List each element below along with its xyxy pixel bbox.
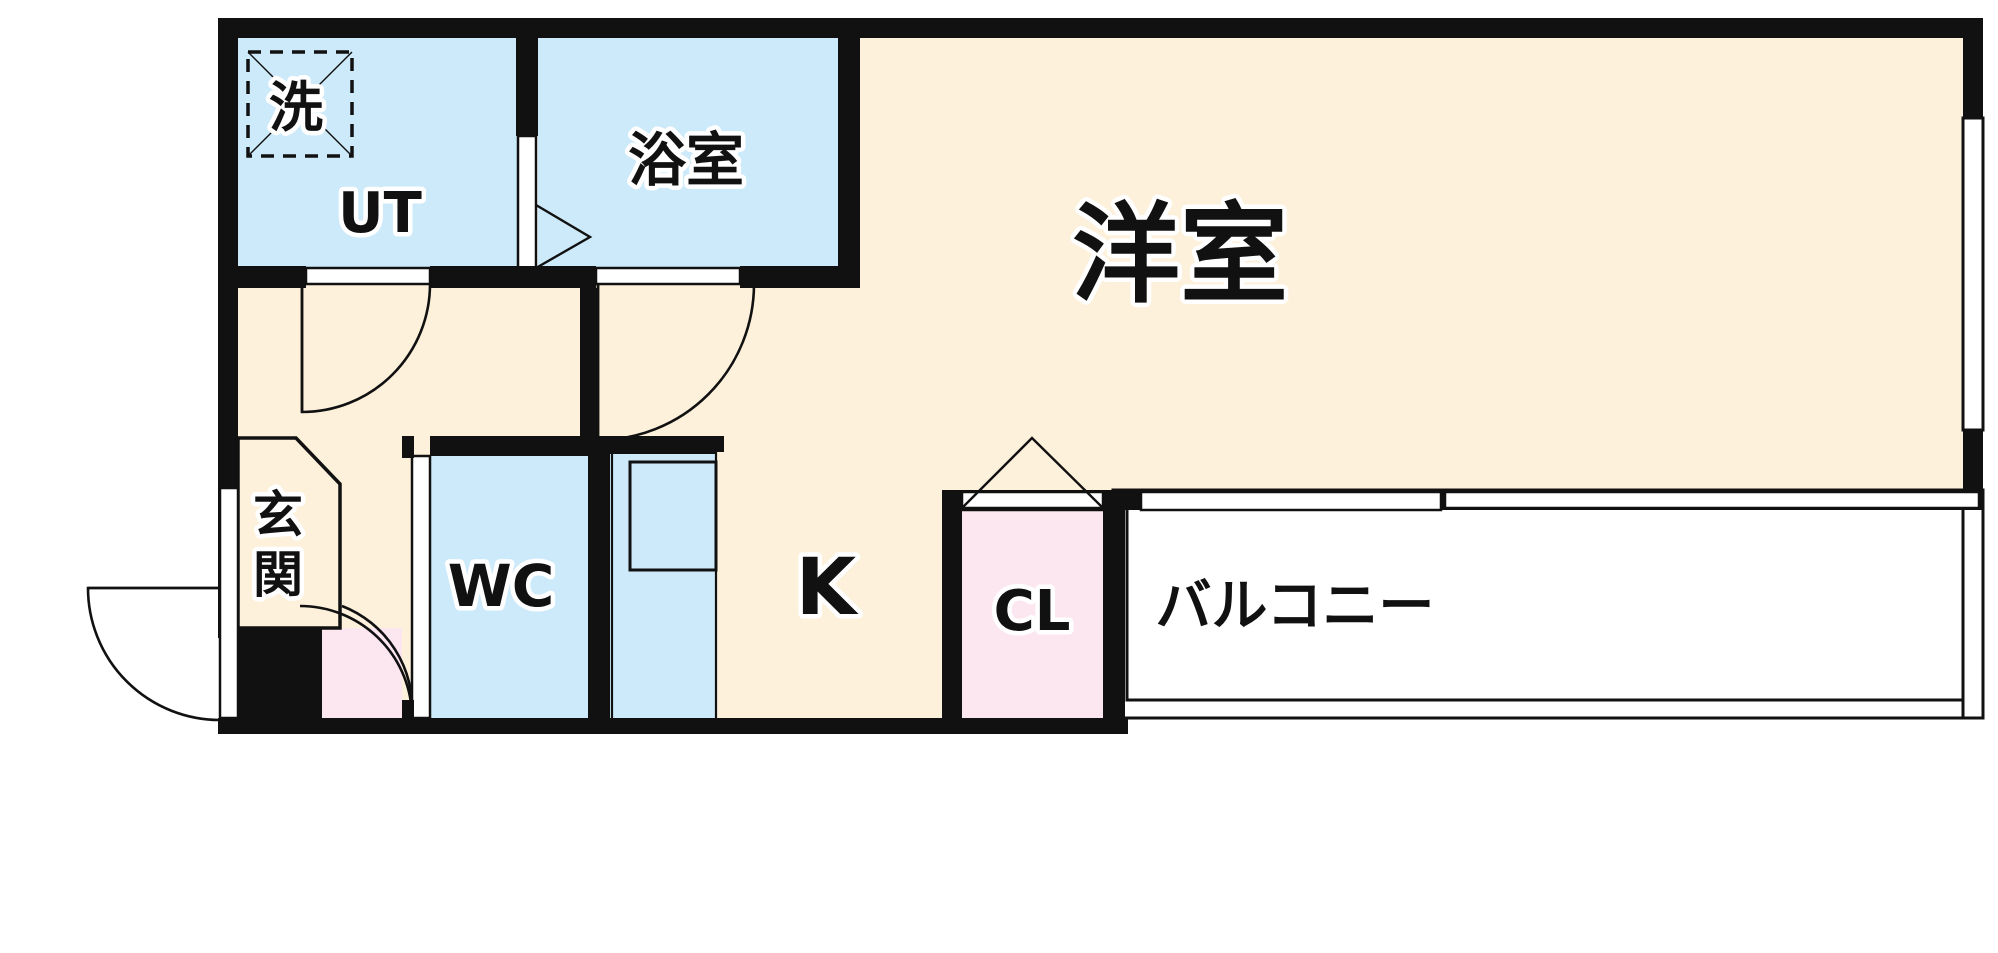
wall-counter-top — [608, 436, 724, 454]
interior-walls — [218, 38, 1983, 720]
door-swings — [86, 283, 756, 722]
wall-right-mid — [1963, 430, 1983, 492]
wall-closet-left — [942, 490, 962, 718]
label-washer: 洗 — [269, 76, 323, 139]
room-labels: 洗 UT 浴室 洋室 WC 玄 関 K CL バルコニー — [249, 72, 1439, 649]
door-bath-folding-jamb — [516, 134, 538, 280]
label-genkan-2: 関 — [253, 546, 303, 604]
fixtures — [246, 50, 1106, 718]
room-fills — [238, 38, 1983, 718]
door-bath-opening — [594, 266, 742, 286]
room-fill-wc — [430, 452, 590, 718]
label-genkan-1: 玄 — [253, 486, 303, 544]
door-genkan-jamb — [218, 486, 240, 720]
wall-wc-left-top — [402, 436, 414, 458]
kitchen-sink-basin — [628, 460, 718, 572]
outer-walls — [218, 18, 1985, 734]
door-ut-opening — [304, 266, 432, 286]
counter-right-edge — [716, 452, 726, 718]
label-washitsu: 洋室 — [1072, 193, 1288, 318]
wall-genkan-step — [238, 628, 322, 732]
label-kitchen: K — [796, 543, 859, 633]
window-right-upper — [1961, 116, 1985, 432]
wall-top — [218, 18, 1983, 38]
wall-bath-bottom-left — [538, 266, 596, 288]
label-ut: UT — [338, 181, 422, 246]
washer-box-diagonal-2 — [247, 51, 353, 157]
door-genkan-swing — [86, 586, 221, 722]
washer-box — [246, 50, 354, 158]
wall-wc-top — [430, 436, 610, 456]
door-wc-swing — [299, 604, 414, 719]
closet-folding-door-symbol — [959, 436, 1106, 510]
wall-ut-bottom-left — [238, 266, 306, 288]
wall-right-upper — [1963, 18, 1983, 118]
door-closet-opening — [960, 490, 1105, 512]
wall-wc-right — [588, 436, 610, 718]
wall-bottom-left — [218, 718, 1128, 734]
label-bath: 浴室 — [628, 126, 744, 194]
right-wall-windows — [1961, 116, 1985, 720]
door-wc-jamb — [410, 454, 432, 720]
door-wc-swing-arc — [341, 604, 414, 717]
wall-ut-bath-upper — [516, 38, 538, 136]
label-balcony: バルコニー — [1156, 574, 1435, 639]
door-ut-swing — [300, 283, 432, 414]
wall-bath-right — [838, 38, 860, 288]
door-bath-folding-symbol — [535, 203, 593, 270]
wall-closet-right — [1103, 490, 1125, 718]
label-closet: CL — [994, 579, 1071, 644]
room-fill-shoe-box — [322, 628, 402, 718]
window-balcony-right — [1443, 490, 1981, 510]
door-bath-swing — [596, 283, 756, 442]
door-balcony-sliding — [1139, 490, 1443, 512]
window-right-lower — [1961, 490, 1985, 720]
room-fill-ut — [238, 38, 532, 278]
balcony-rail-line — [1125, 510, 1963, 702]
label-wc: WC — [448, 552, 555, 620]
room-fill-closet — [960, 490, 1105, 718]
wall-bath-bottom-right — [740, 266, 860, 288]
wall-ut-bottom-right — [430, 266, 538, 288]
wall-left — [218, 18, 238, 638]
wall-corridor-right — [580, 288, 598, 442]
room-fill-balcony — [1113, 490, 1983, 718]
